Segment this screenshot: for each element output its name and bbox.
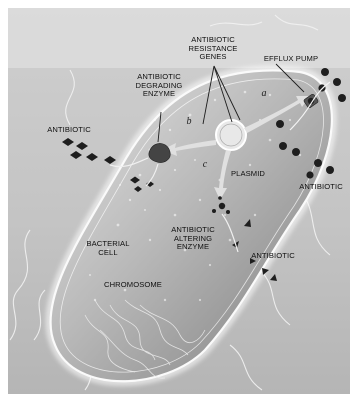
label-antibiotic-left: ANTIBIOTIC	[38, 126, 100, 135]
label-antibiotic-degrading-enzyme: ANTIBIOTIC DEGRADING ENZYME	[121, 73, 197, 99]
label-line: ENZYME	[121, 90, 197, 99]
label-line: CELL	[83, 249, 133, 258]
label-antibiotic-resistance-genes: ANTIBIOTIC RESISTANCE GENES	[176, 36, 250, 62]
label-line: GENES	[176, 53, 250, 62]
label-pathway-a: a	[258, 90, 270, 99]
label-antibiotic-altering-enzyme: ANTIBIOTIC ALTERING ENZYME	[157, 226, 229, 252]
label-plasmid: PLASMID	[224, 170, 272, 179]
label-line: ENZYME	[157, 243, 229, 252]
label-pathway-c: c	[199, 161, 211, 170]
label-antibiotic-bottom: ANTIBIOTIC	[240, 252, 306, 261]
label-bacterial-cell: BACTERIAL CELL	[83, 240, 133, 257]
label-antibiotic-right: ANTIBIOTIC	[291, 183, 351, 192]
label-efflux-pump: EFFLUX PUMP	[257, 55, 325, 64]
label-chromosome: CHROMOSOME	[100, 281, 166, 290]
plasmid	[216, 120, 246, 150]
label-pathway-b: b	[183, 118, 195, 127]
